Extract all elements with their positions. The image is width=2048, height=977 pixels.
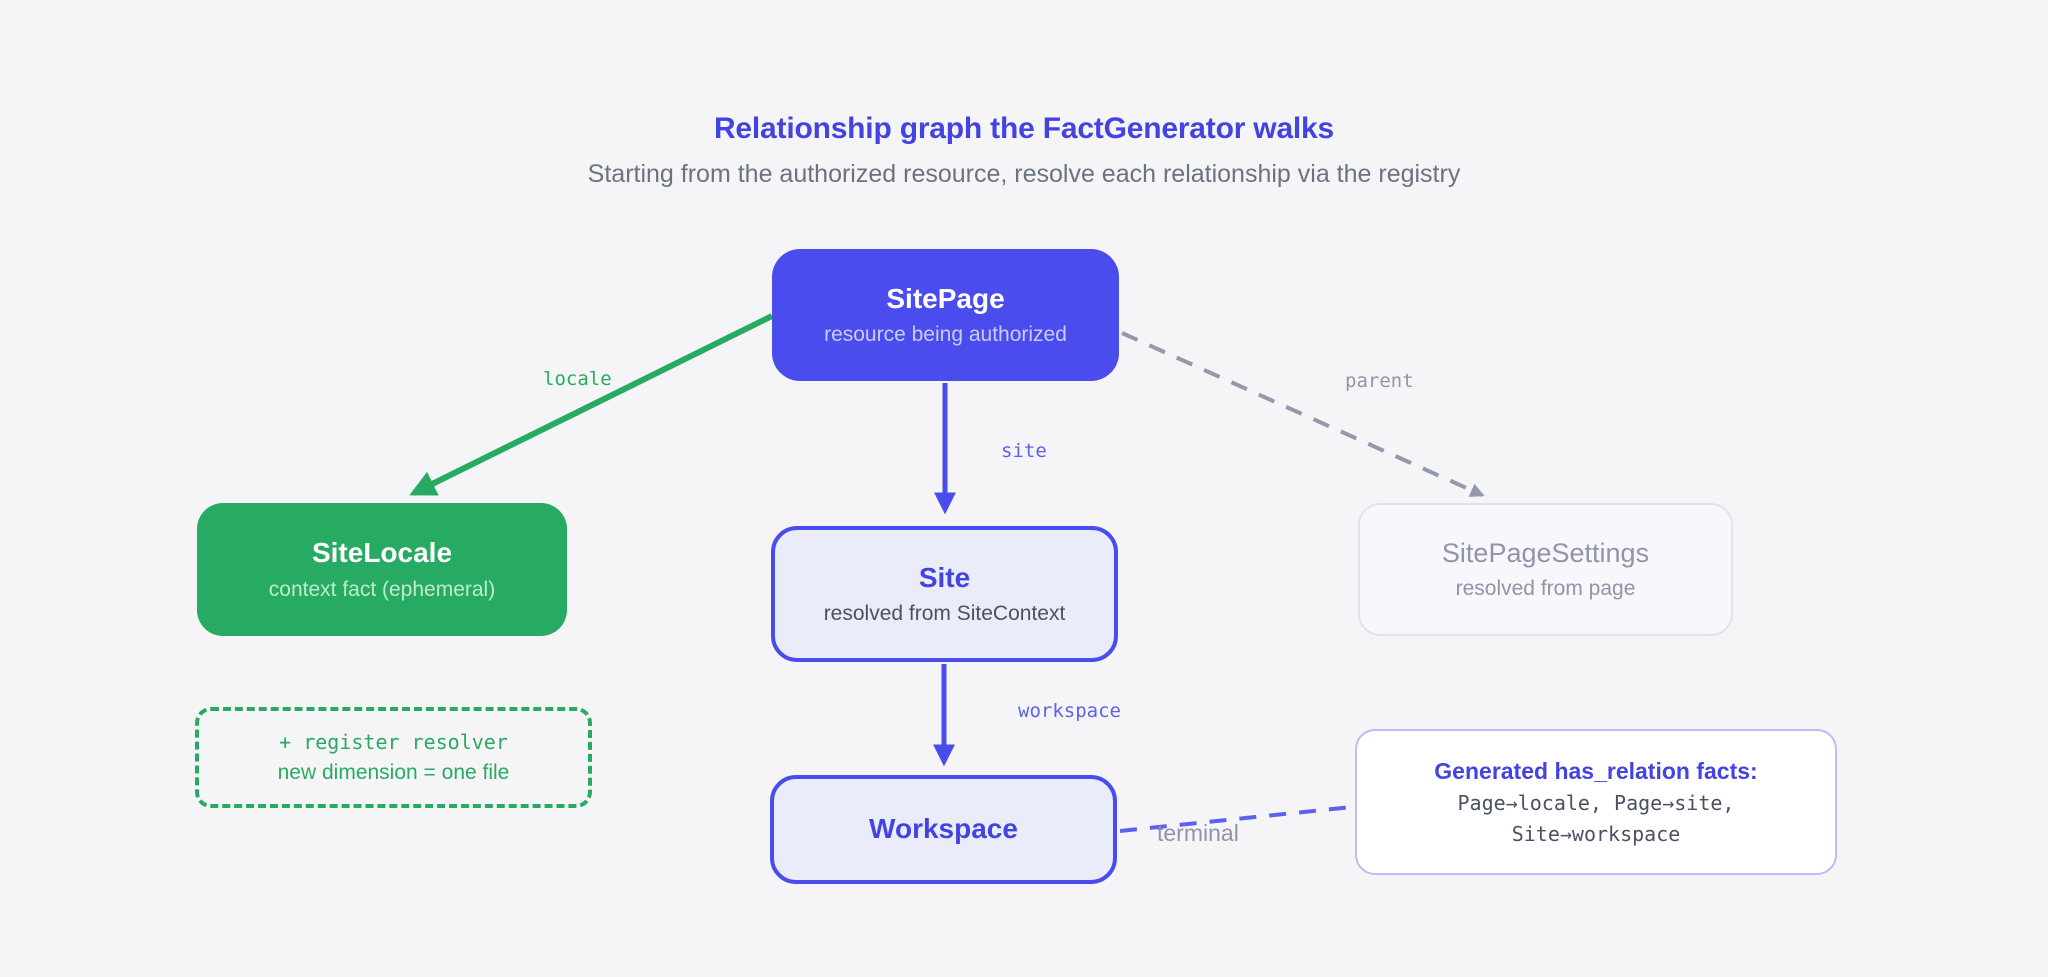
note-register-line1: + register resolver [279, 730, 508, 754]
node-sitepagesettings: SitePageSettings resolved from page [1358, 503, 1733, 636]
diagram-title: Relationship graph the FactGenerator wal… [713, 112, 1335, 145]
node-site: Site resolved from SiteContext [771, 526, 1118, 662]
node-sitelocale: SiteLocale context fact (ephemeral) [197, 503, 567, 636]
edge-parent-line [1121, 331, 1485, 497]
edge-label-parent: parent [1345, 370, 1414, 392]
node-site-subtitle: resolved from SiteContext [823, 602, 1066, 626]
generated-facts-line1: Page→locale, Page→site, [1457, 790, 1735, 815]
node-generated-facts: Generated has_relation facts: Page→local… [1355, 729, 1837, 875]
node-sitepagesettings-title: SitePageSettings [1441, 537, 1650, 568]
diagram-subtitle: Starting from the authorized resource, r… [587, 160, 1461, 188]
node-site-title: Site [918, 561, 971, 593]
node-sitelocale-title: SiteLocale [311, 537, 453, 569]
note-register-line2: new dimension = one file [277, 761, 510, 784]
node-workspace: Workspace [770, 775, 1117, 884]
node-sitepage-subtitle: resource being authorized [824, 323, 1067, 347]
generated-facts-title: Generated has_relation facts: [1434, 757, 1758, 784]
node-sitepage: SitePage resource being authorized [772, 249, 1119, 381]
edge-label-terminal: terminal [1157, 820, 1239, 846]
edge-locale-line [409, 313, 774, 496]
node-workspace-title: Workspace [869, 813, 1018, 845]
node-sitelocale-subtitle: context fact (ephemeral) [268, 577, 496, 601]
node-sitepage-title: SitePage [886, 282, 1005, 314]
note-register-resolver: + register resolver new dimension = one … [195, 707, 592, 808]
edge-label-locale: locale [543, 368, 612, 390]
generated-facts-line2: Site→workspace [1511, 821, 1681, 846]
node-sitepagesettings-subtitle: resolved from page [1455, 577, 1636, 601]
edge-label-workspace: workspace [1018, 700, 1121, 722]
edge-label-site: site [1001, 440, 1047, 462]
